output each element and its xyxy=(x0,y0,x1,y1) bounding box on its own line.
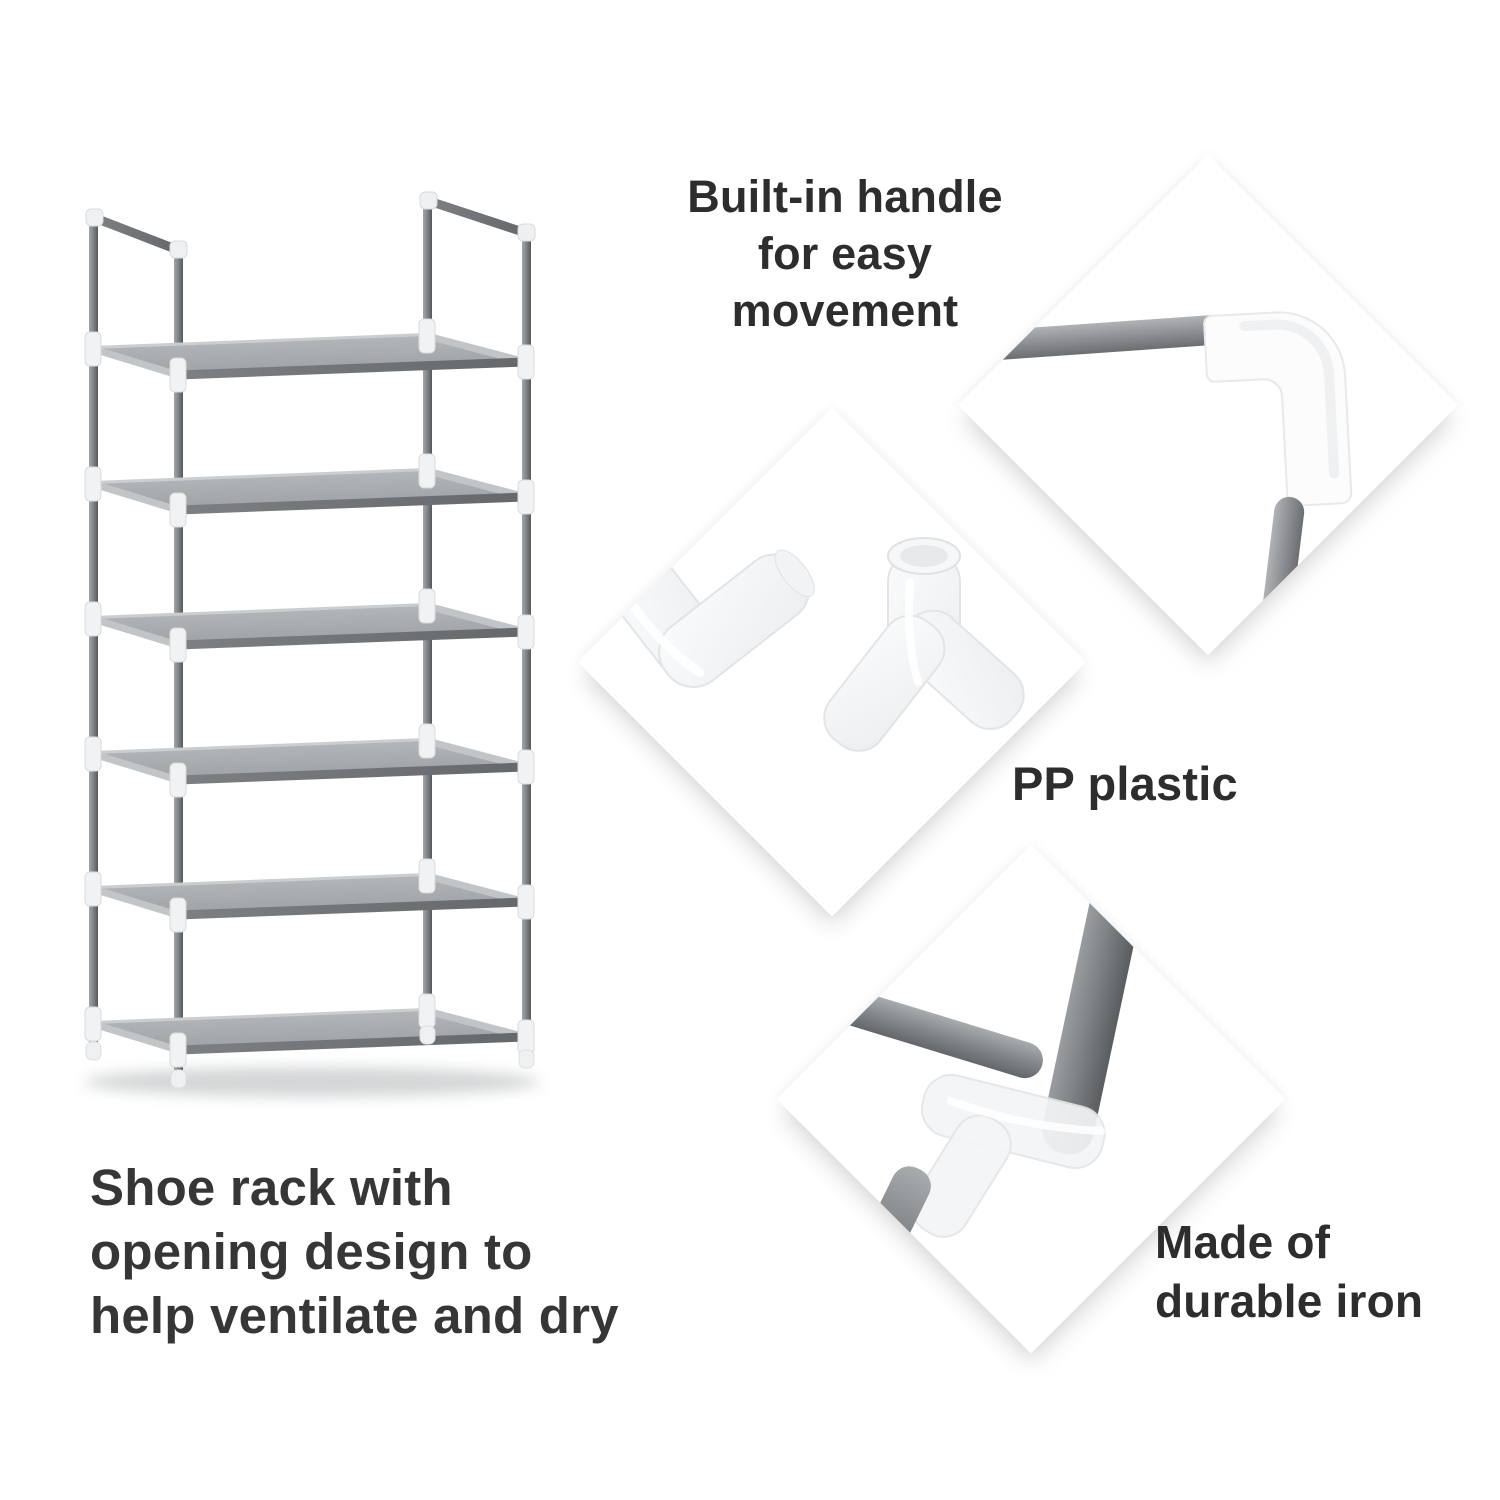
caption-durable-iron: Made of durable iron xyxy=(1155,1216,1424,1327)
caption-pp-plastic: PP plastic xyxy=(1012,757,1238,810)
rack-shelf-6 xyxy=(85,994,534,1067)
rack-handle-left xyxy=(85,208,188,259)
caption-built-in-handle: Built-in handle for easy movement xyxy=(687,171,1003,336)
rack-shelf-1 xyxy=(85,319,534,392)
three-way-connector xyxy=(823,537,1025,752)
handle-tube-horizontal xyxy=(966,314,1234,362)
iron-tube-left xyxy=(776,967,1043,1079)
rack-feet xyxy=(85,1025,535,1089)
rack-shelf-2 xyxy=(85,454,534,527)
rack-post-front-left xyxy=(174,248,183,1080)
rack-floor-shadow xyxy=(84,1067,540,1097)
joint-plastic-sleeve xyxy=(911,1073,1106,1238)
elbow-connector xyxy=(594,536,815,688)
iron-tube-right xyxy=(1041,868,1145,1155)
caption-main-description: Shoe rack with opening design to help ve… xyxy=(90,1159,619,1344)
rack-shelf-5 xyxy=(85,859,534,932)
handle-tube-vertical xyxy=(1257,496,1305,656)
rack-shelf-4 xyxy=(85,724,534,797)
rack-shelf-3 xyxy=(85,589,534,662)
handle-elbow-fitting xyxy=(1203,311,1353,507)
rack-handle-right xyxy=(419,191,536,242)
shoe-rack-photo xyxy=(50,191,540,1097)
pp-plastic-diamond xyxy=(577,407,1087,917)
pp-plastic-connectors-photo xyxy=(594,536,1025,752)
